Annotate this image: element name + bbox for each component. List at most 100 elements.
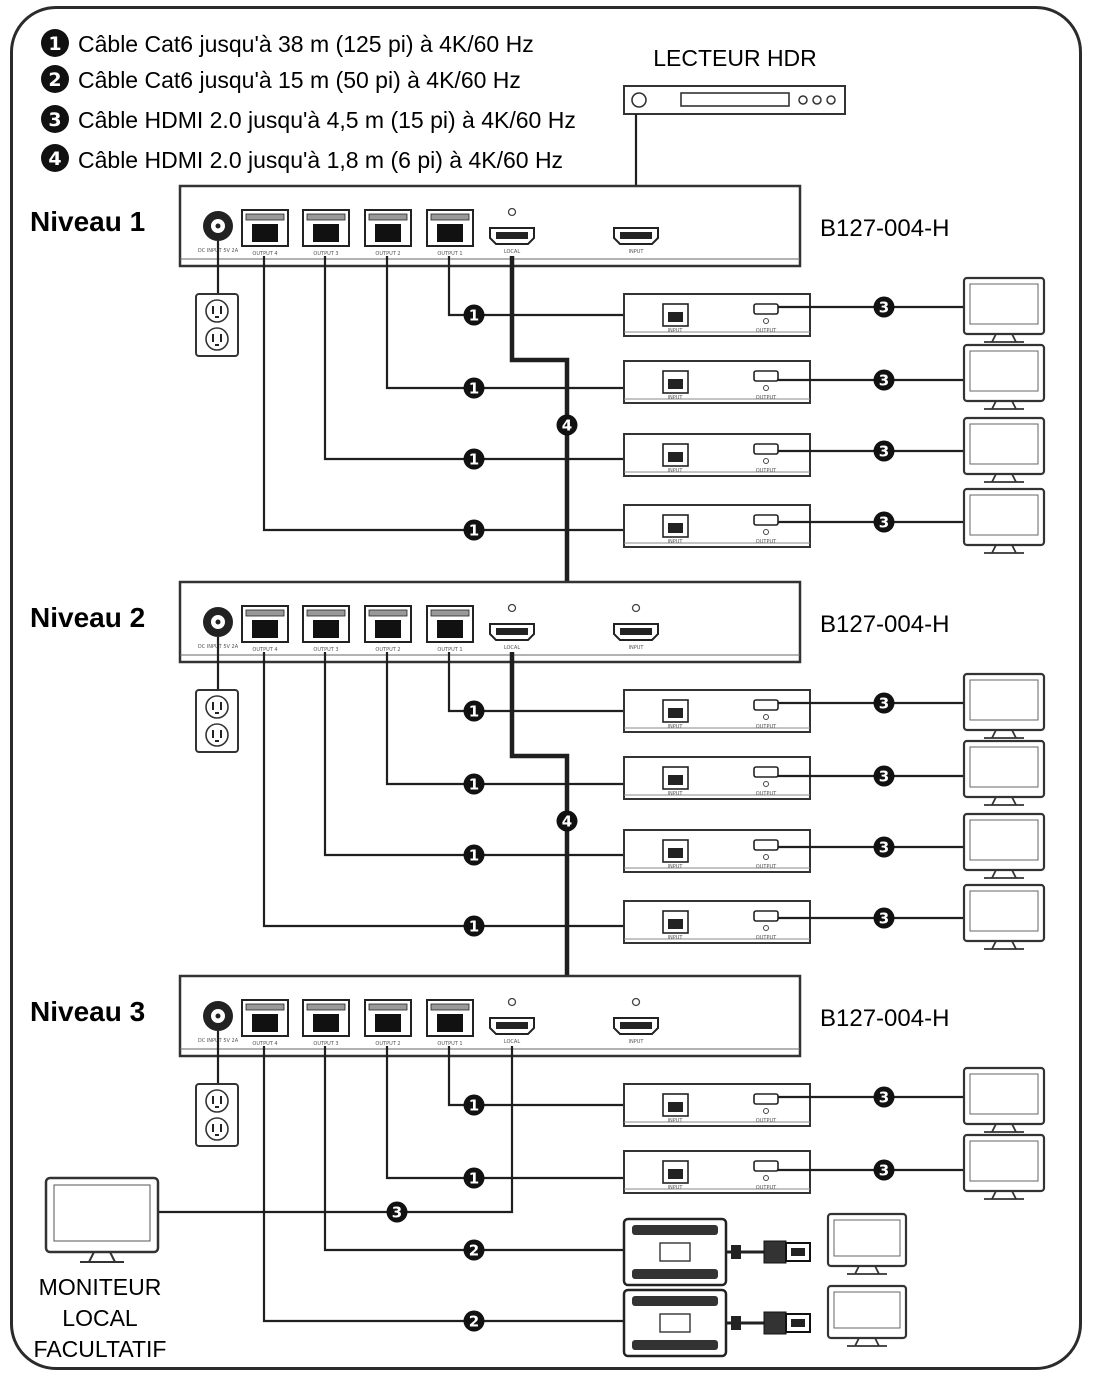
level-3-local-port-label: LOCAL xyxy=(504,1039,520,1045)
level-2-power-pin xyxy=(215,619,221,625)
level-2-cat6-badge-1-circle xyxy=(463,700,485,722)
level-1-monitor-4-screen xyxy=(969,494,1039,536)
level-3-short-receiver-2-top-ribs xyxy=(632,1296,718,1306)
level-3-power-pin xyxy=(215,1013,221,1019)
level-3-local-port: LOCAL xyxy=(489,997,535,1045)
level-3-input-port-jack xyxy=(620,1022,652,1029)
level-2-output-2-port: OUTPUT 2 xyxy=(364,605,412,653)
level-3-output-2-port-jack xyxy=(375,1014,401,1032)
level-1-receiver-2-led xyxy=(763,385,769,391)
level-2-local-port-led xyxy=(507,603,517,613)
level-1-monitor-1-stand xyxy=(984,333,1024,343)
level-1-hdmi-badge-4: 3 xyxy=(873,511,895,533)
level-1-hdmi-badge-1-number: 3 xyxy=(879,299,889,317)
level-3-hdmi-badge-2-circle xyxy=(873,1159,895,1181)
level-3-short-cat6-badge-1: 2 xyxy=(463,1239,485,1261)
level-2-wall-outlet-socket-1-pins xyxy=(212,702,222,714)
level-2-receiver-4-hdmi xyxy=(753,910,779,922)
level-2-monitor-1-screen xyxy=(969,679,1039,721)
level-3-receiver-2-input-label: INPUT xyxy=(668,1185,684,1191)
level-1-hdmi-badge-3-number: 3 xyxy=(879,443,889,461)
level-2-receiver-4-output-label: OUTPUT xyxy=(756,935,777,941)
level-1-receiver-4-output-label: OUTPUT xyxy=(756,539,777,545)
level-1-receiver-3-rj45-jack xyxy=(668,452,683,462)
level-2-receiver-1-hdmi xyxy=(753,699,779,711)
level-2-receiver-3-rj45-jack xyxy=(668,848,683,858)
level-3-hdmi-badge-1: 3 xyxy=(873,1086,895,1108)
level-1-input-port: INPUT xyxy=(613,227,659,255)
level-3-wall-outlet-socket-2 xyxy=(205,1117,229,1141)
level-1-input-port-jack xyxy=(620,232,652,239)
level-3-short-receiver-2-logo xyxy=(659,1313,691,1333)
legend-item-4-text: Câble HDMI 2.0 jusqu'à 1,8 m (6 pi) à 4K… xyxy=(78,147,563,173)
level-1-receiver-1-output-label: OUTPUT xyxy=(756,328,777,334)
level-3-short-monitor-1-stand xyxy=(847,1265,887,1275)
level-2-cat6-cable-2 xyxy=(385,652,664,786)
level-3-model: B127-004-H xyxy=(820,1005,949,1032)
level-1-hdmi-badge-2-circle xyxy=(873,369,895,391)
local-monitor-label-2: LOCAL xyxy=(62,1305,138,1331)
level-3-short-cat6-badge-1-circle xyxy=(463,1239,485,1261)
level-2-cat6-badge-4-circle xyxy=(463,915,485,937)
level-3-input-port: INPUT xyxy=(613,997,659,1045)
level-2-hdmi-badge-1-number: 3 xyxy=(879,695,889,713)
level-1-cat6-badge-3: 1 xyxy=(463,448,485,470)
level-2-hdmi-badge-3: 3 xyxy=(873,836,895,858)
level-2-local-port: LOCAL xyxy=(489,603,535,651)
level-3-receiver-2-led xyxy=(763,1175,769,1181)
level-2-output-4-port-jack xyxy=(252,620,278,638)
level-1-monitor-2-stand xyxy=(984,400,1024,410)
level-3-short-receiver-2-plug-pins xyxy=(791,1319,805,1327)
local-monitor-label-3: FACULTATIF xyxy=(34,1336,167,1362)
diagram-frame xyxy=(10,6,1082,1370)
level-3-cat6-badge-2: 1 xyxy=(463,1167,485,1189)
level-2-hdmi-badge-1: 3 xyxy=(873,692,895,714)
level-1-output-3-port: OUTPUT 3 xyxy=(302,209,350,257)
level-2-monitor-3-stand xyxy=(984,869,1024,879)
legend-item-4: 4 Câble HDMI 2.0 jusqu'à 1,8 m (6 pi) à … xyxy=(41,144,563,173)
level-1-receiver-3-output-label: OUTPUT xyxy=(756,468,777,474)
level-2-input-port: INPUT xyxy=(613,603,659,651)
level-1-receiver-1-input-label: INPUT xyxy=(668,328,684,334)
level-2-daisy-chain-cable xyxy=(509,652,614,1028)
level-3-output-3-port-label: OUTPUT 3 xyxy=(313,1041,338,1047)
level-2-receiver-3-output-label: OUTPUT xyxy=(756,864,777,870)
level-2-receiver-2-input-label: INPUT xyxy=(668,791,684,797)
level-3-hdmi-badge-1-number: 3 xyxy=(879,1089,889,1107)
level-1-output-4-port: OUTPUT 4 xyxy=(241,209,289,257)
level-1-cat6-badge-4-circle xyxy=(463,519,485,541)
level-2-cat6-cable-4 xyxy=(262,652,664,928)
level-3-output-4-port: OUTPUT 4 xyxy=(241,999,289,1047)
level-1-hdmi-badge-4-circle xyxy=(873,511,895,533)
level-2-receiver-4-rj45-jack xyxy=(668,919,683,929)
level-2-output-2-port-jack xyxy=(375,620,401,638)
level-2-cat6-badge-2-number: 1 xyxy=(469,776,479,794)
level-1-output-1-port: OUTPUT 1 xyxy=(426,209,474,257)
legend-item-3-number: 3 xyxy=(48,109,61,131)
level-1-cat6-badge-3-circle xyxy=(463,448,485,470)
level-1-output-4-port-label: OUTPUT 4 xyxy=(252,251,277,257)
level-1-wall-outlet-socket-1-pins xyxy=(212,306,222,318)
level-2-receiver-2-led xyxy=(763,781,769,787)
level-2-hdmi-badge-2-circle xyxy=(873,765,895,787)
level-2-cat6-badge-1-number: 1 xyxy=(469,703,479,721)
level-3-short-cat6-badge-2-circle xyxy=(463,1310,485,1332)
level-2-monitor-2-stand xyxy=(984,796,1024,806)
level-1-receiver-1-body xyxy=(623,293,811,337)
level-2-receiver-4-led xyxy=(763,925,769,931)
level-1-monitor-2-screen xyxy=(969,350,1039,392)
level-2-monitor-1-stand xyxy=(984,729,1024,739)
level-1-receiver-2-output-label: OUTPUT xyxy=(756,395,777,401)
level-1-label: Niveau 1 xyxy=(30,206,145,237)
level-3-wall-outlet xyxy=(195,1083,239,1147)
level-2-local-port-jack xyxy=(496,628,528,635)
level-2-output-2-port-leds xyxy=(368,609,408,617)
level-1-cat6-badge-1: 1 xyxy=(463,304,485,326)
level-2-hdmi-badge-3-number: 3 xyxy=(879,839,889,857)
level-3-monitor-1-stand xyxy=(984,1123,1024,1133)
level-1-wall-outlet-socket-2 xyxy=(205,327,229,351)
